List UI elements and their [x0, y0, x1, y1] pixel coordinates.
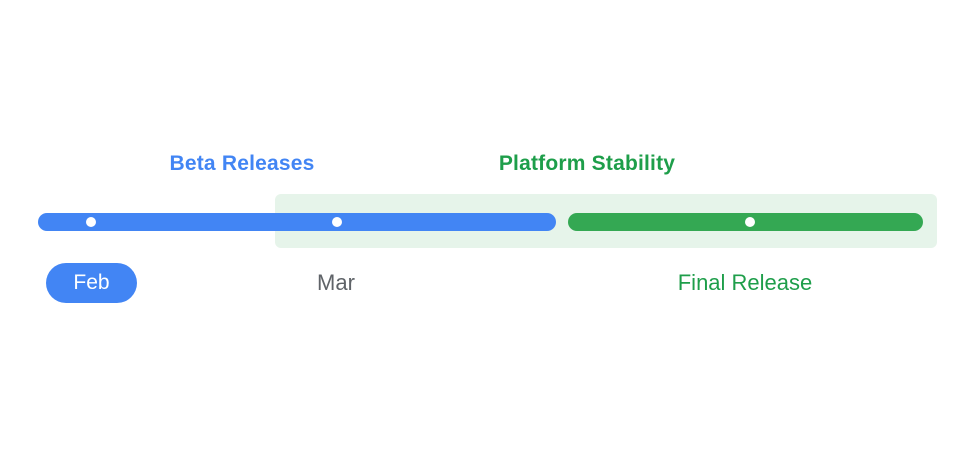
milestone-dot-feb: [86, 217, 96, 227]
milestone-dot-final-release: [745, 217, 755, 227]
stability-timeline-bar: [568, 213, 923, 231]
final-release-milestone-label: Final Release: [677, 270, 813, 295]
milestone-dot-mar: [332, 217, 342, 227]
feb-milestone-pill: Feb: [46, 263, 137, 303]
platform-stability-label: Platform Stability: [498, 152, 676, 175]
beta-releases-label: Beta Releases: [169, 152, 315, 175]
beta-timeline-bar: [38, 213, 556, 231]
mar-milestone-label: Mar: [317, 270, 355, 295]
